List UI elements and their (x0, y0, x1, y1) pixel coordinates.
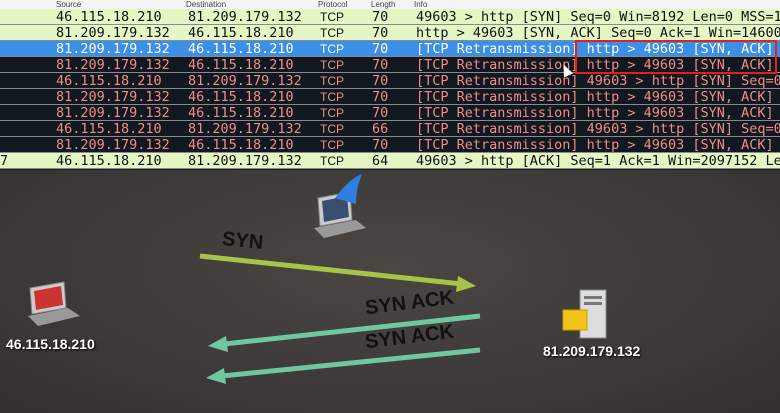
synack-arrow-2 (206, 347, 481, 384)
client-laptop-icon (28, 281, 80, 326)
source-ip: 81.209.179.132 (56, 25, 170, 41)
destination-ip: 46.115.18.210 (188, 105, 294, 121)
length: 70 (372, 73, 389, 89)
length: 70 (372, 25, 389, 41)
syn-label: SYN (221, 227, 265, 255)
packet-row[interactable]: 7 46.115.18.210 81.209.179.132 TCP 64 49603 >… (0, 153, 780, 169)
sniffer-laptop-icon (314, 174, 366, 238)
server-icon (562, 289, 607, 339)
destination-ip: 81.209.179.132 (188, 73, 302, 89)
packet-row[interactable]: 81.209.179.132 46.115.18.210 TCP 70 [TCP Ret… (0, 57, 780, 73)
source-ip: 81.209.179.132 (56, 57, 170, 73)
info: [TCP Retransmission] http > 49603 [SYN, … (416, 89, 780, 105)
source-ip: 81.209.179.132 (56, 137, 170, 153)
client-ip-label: 46.115.18.210 (6, 336, 95, 352)
info: http > 49603 [SYN, ACK] Seq=0 Ack=1 Win=… (416, 25, 780, 41)
protocol: TCP (320, 26, 344, 40)
packet-row[interactable]: 81.209.179.132 46.115.18.210 TCP 70 [TCP Ret… (0, 41, 780, 57)
packet-row[interactable]: 46.115.18.210 81.209.179.132 TCP 70 [TCP Ret… (0, 73, 780, 89)
destination-ip: 46.115.18.210 (188, 57, 294, 73)
protocol: TCP (320, 10, 344, 24)
length: 70 (372, 137, 389, 153)
protocol: TCP (320, 74, 344, 88)
info: [TCP Retransmission] 49603 > http [SYN] … (416, 73, 780, 89)
protocol: TCP (320, 122, 344, 136)
protocol: TCP (320, 90, 344, 104)
source-ip: 81.209.179.132 (56, 89, 170, 105)
col-source[interactable]: Source (56, 0, 82, 9)
source-ip: 46.115.18.210 (56, 9, 162, 25)
packet-row[interactable]: 46.115.18.210 81.209.179.132 TCP 70 49603 > … (0, 9, 780, 25)
length: 66 (372, 121, 389, 137)
destination-ip: 81.209.179.132 (188, 121, 302, 137)
col-destination[interactable]: Destination (186, 0, 227, 9)
source-ip: 81.209.179.132 (56, 105, 170, 121)
highlight-box (575, 40, 777, 74)
source-ip: 81.209.179.132 (56, 41, 170, 57)
info: [TCP Retransmission] http > 49603 [SYN, … (416, 41, 780, 57)
col-protocol[interactable]: Protocol (318, 0, 348, 9)
length: 70 (372, 89, 389, 105)
length: 70 (372, 41, 389, 57)
packet-list: Source Destination Protocol Length Info … (0, 0, 780, 170)
col-length[interactable]: Length (371, 0, 396, 9)
packet-row[interactable]: 81.209.179.132 46.115.18.210 TCP 70 http > 4… (0, 25, 780, 41)
handshake-diagram: SYN SYN ACK SYN ACK 46.115.18.210 81.209… (0, 170, 780, 413)
length: 70 (372, 105, 389, 121)
info: [TCP Retransmission] http > 49603 [SYN, … (416, 137, 780, 153)
destination-ip: 81.209.179.132 (188, 9, 302, 25)
info: 49603 > http [SYN] Seq=0 Win=8192 Len=0 … (416, 9, 780, 25)
destination-ip: 46.115.18.210 (188, 41, 294, 57)
column-header: Source Destination Protocol Length Info (0, 0, 780, 9)
info: [TCP Retransmission] http > 49603 [SYN, … (416, 57, 780, 73)
packet-number: 7 (0, 153, 9, 169)
protocol: TCP (320, 154, 344, 168)
packet-row[interactable]: 81.209.179.132 46.115.18.210 TCP 70 [TCP Ret… (0, 137, 780, 153)
info: [TCP Retransmission] 49603 > http [SYN] … (416, 121, 780, 137)
length: 70 (372, 57, 389, 73)
destination-ip: 81.209.179.132 (188, 153, 302, 169)
packet-row[interactable]: 81.209.179.132 46.115.18.210 TCP 70 [TCP Ret… (0, 105, 780, 121)
packet-row[interactable]: 81.209.179.132 46.115.18.210 TCP 70 [TCP Ret… (0, 89, 780, 105)
protocol: TCP (320, 42, 344, 56)
length: 64 (372, 153, 389, 169)
protocol: TCP (320, 106, 344, 120)
packet-row[interactable]: 46.115.18.210 81.209.179.132 TCP 66 [TCP Ret… (0, 121, 780, 137)
destination-ip: 46.115.18.210 (188, 137, 294, 153)
syn-arrow (199, 253, 476, 292)
protocol: TCP (320, 138, 344, 152)
source-ip: 46.115.18.210 (56, 121, 162, 137)
protocol: TCP (320, 58, 344, 72)
synack-arrow-1 (208, 313, 481, 352)
source-ip: 46.115.18.210 (56, 73, 162, 89)
length: 70 (372, 9, 389, 25)
source-ip: 46.115.18.210 (56, 153, 162, 169)
destination-ip: 46.115.18.210 (188, 25, 294, 41)
col-info[interactable]: Info (414, 0, 428, 9)
info: 49603 > http [ACK] Seq=1 Ack=1 Win=20971… (416, 153, 780, 169)
info: [TCP Retransmission] http > 49603 [SYN, … (416, 105, 780, 121)
server-ip-label: 81.209.179.132 (543, 343, 641, 359)
destination-ip: 46.115.18.210 (188, 89, 294, 105)
